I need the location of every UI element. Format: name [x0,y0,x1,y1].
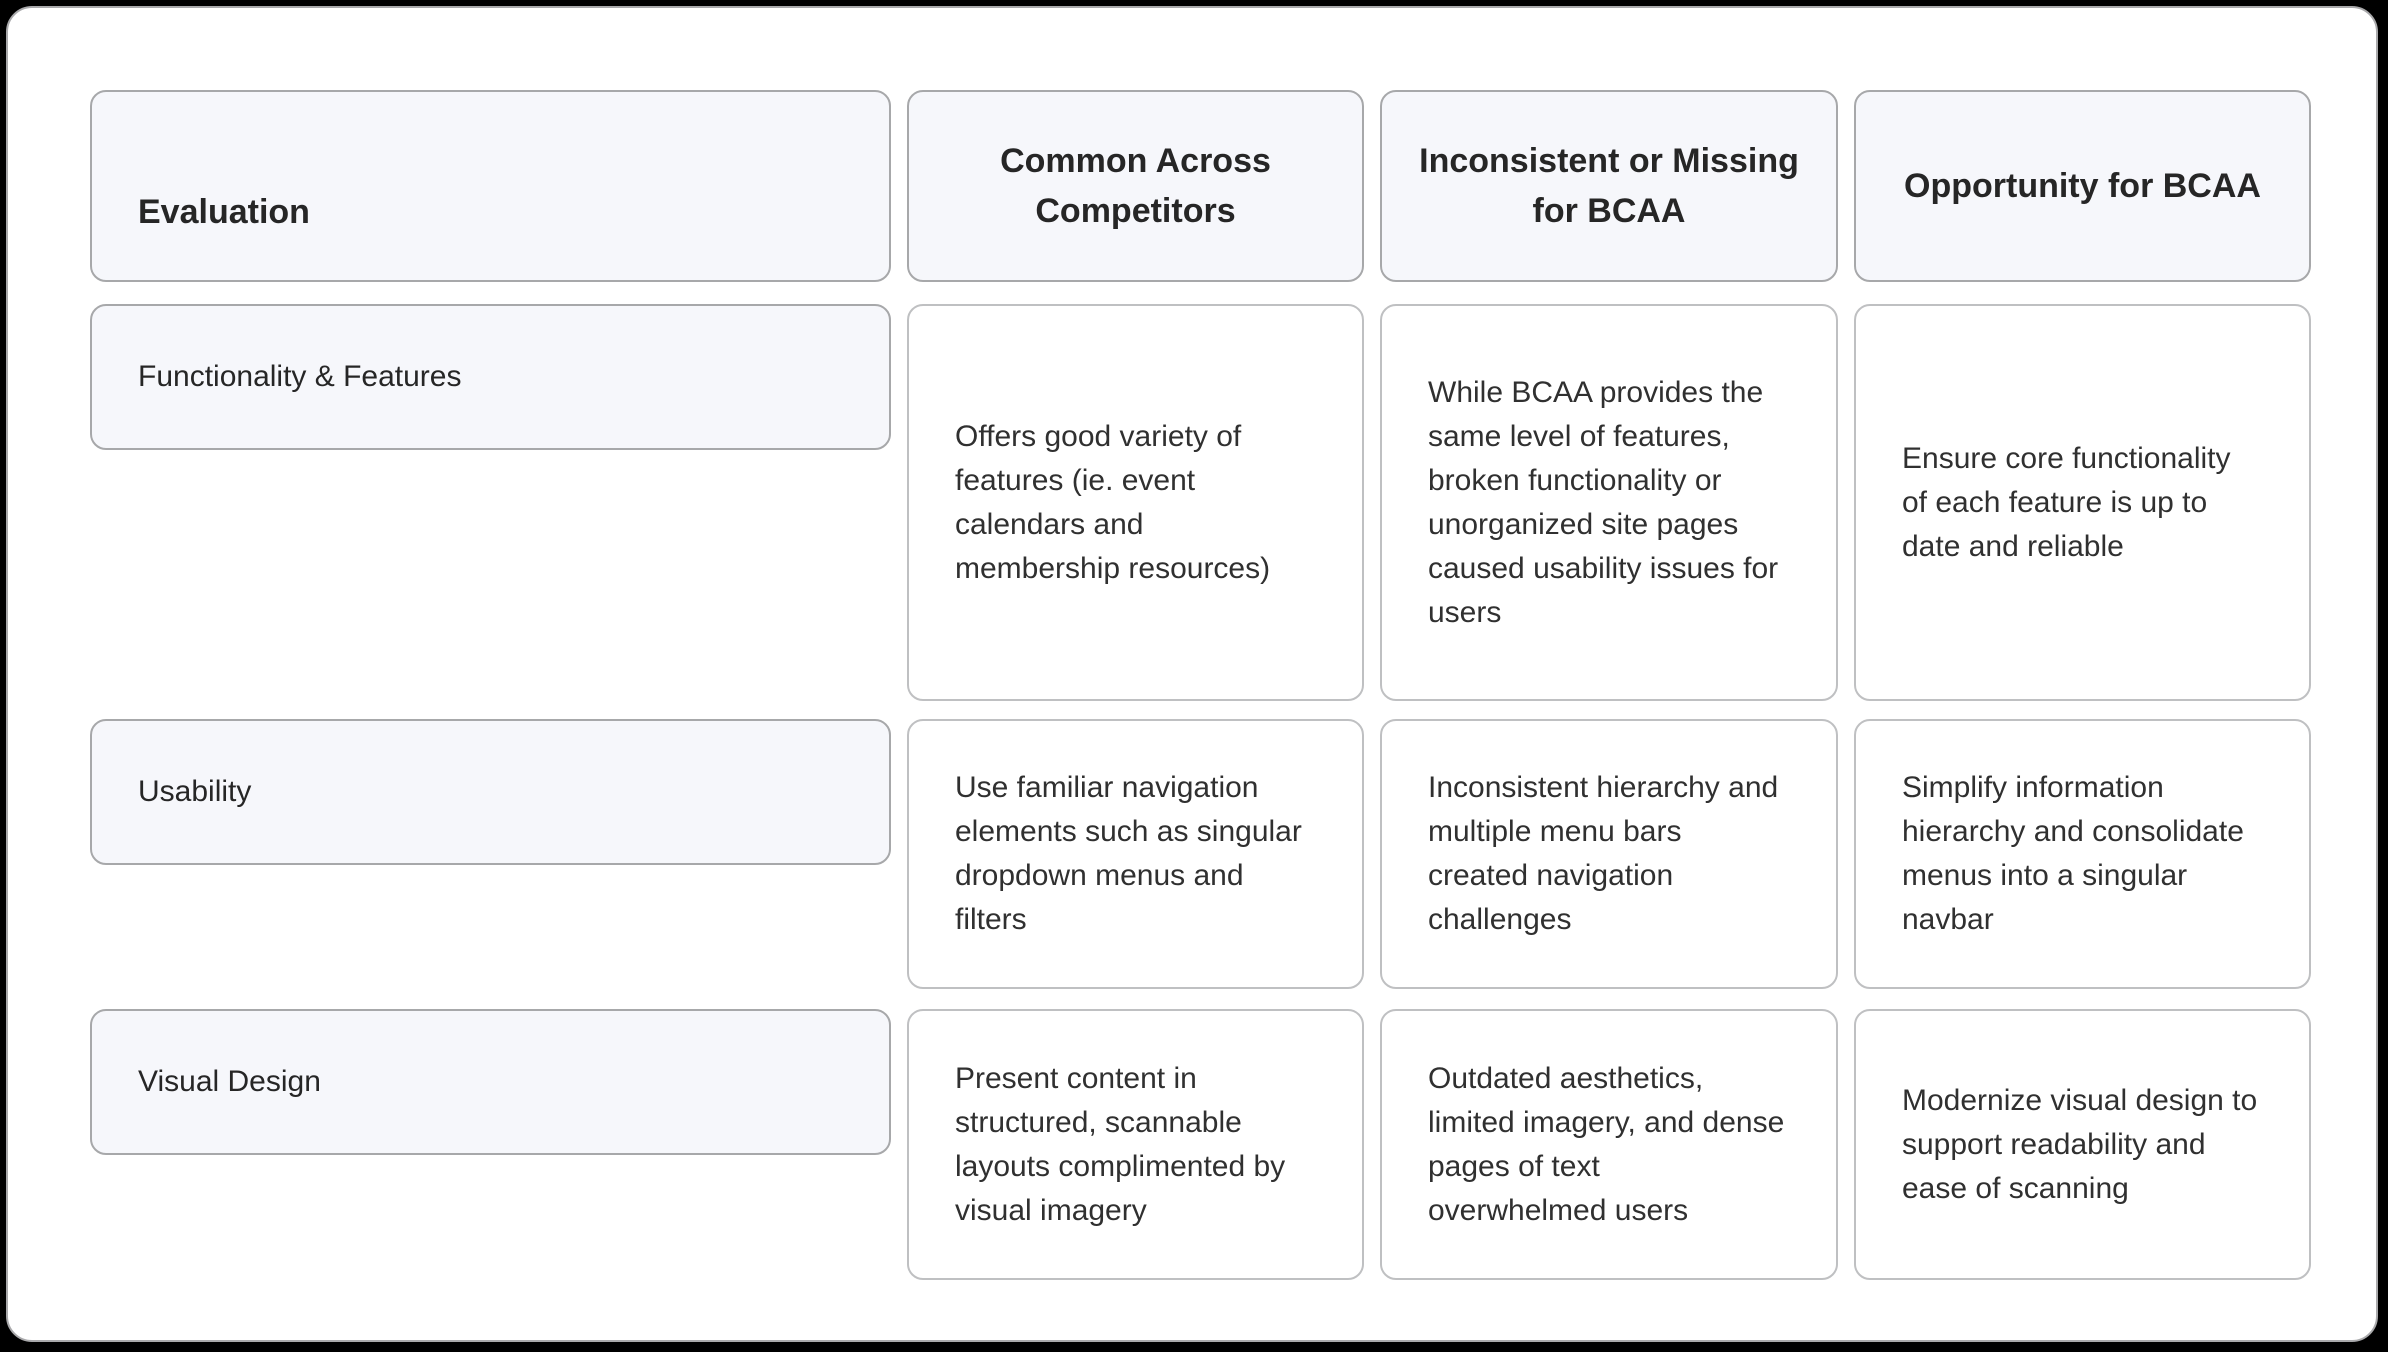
row-label-text: Usability [138,775,252,808]
cell-functionality-common: Offers good variety of features (ie. eve… [907,304,1364,701]
column-header-label: Evaluation [138,193,310,231]
cell-text: Use familiar navigation elements such as… [955,771,1302,936]
cell-text: Modernize visual design to support reada… [1902,1083,2258,1205]
cell-functionality-inconsistent: While BCAA provides the same level of fe… [1380,304,1838,701]
column-header-label: Inconsistent or Missing for BCAA [1419,142,1799,230]
cell-visual-inconsistent: Outdated aesthetics, limited imagery, an… [1380,1009,1838,1280]
cell-visual-common: Present content in structured, scannable… [907,1009,1364,1280]
table-row-usability: Usability Use familiar navigation elemen… [90,719,2315,989]
cell-text: Offers good variety of features (ie. eve… [955,419,1271,585]
row-label-usability: Usability [90,719,891,865]
column-header-opportunity: Opportunity for BCAA [1854,90,2311,282]
column-header-common-across-competitors: Common Across Competitors [907,90,1364,282]
cell-text: Present content in structured, scannable… [955,1061,1286,1227]
row-label-text: Visual Design [138,1065,321,1098]
row-label-text: Functionality & Features [138,360,462,393]
cell-visual-opportunity: Modernize visual design to support reada… [1854,1009,2311,1280]
row-label-functionality: Functionality & Features [90,304,891,450]
cell-usability-common: Use familiar navigation elements such as… [907,719,1364,989]
canvas-frame: Evaluation Common Across Competitors Inc… [6,6,2378,1342]
header-row: Evaluation Common Across Competitors Inc… [90,90,2315,282]
table-row-functionality: Functionality & Features Offers good var… [90,304,2315,701]
cell-text: While BCAA provides the same level of fe… [1428,375,1779,629]
table-row-visual-design: Visual Design Present content in structu… [90,1009,2315,1280]
column-header-inconsistent-or-missing: Inconsistent or Missing for BCAA [1380,90,1838,282]
cell-text: Outdated aesthetics, limited imagery, an… [1428,1061,1785,1227]
column-header-label: Common Across Competitors [1000,142,1271,230]
column-header-label: Opportunity for BCAA [1904,167,2261,205]
cell-usability-inconsistent: Inconsistent hierarchy and multiple menu… [1380,719,1838,989]
cell-usability-opportunity: Simplify information hierarchy and conso… [1854,719,2311,989]
cell-functionality-opportunity: Ensure core functionality of each featur… [1854,304,2311,701]
cell-text: Inconsistent hierarchy and multiple menu… [1428,771,1779,936]
cell-text: Simplify information hierarchy and conso… [1902,771,2244,936]
column-header-evaluation: Evaluation [90,90,891,282]
row-label-visual-design: Visual Design [90,1009,891,1155]
evaluation-matrix: Evaluation Common Across Competitors Inc… [90,90,2315,1280]
cell-text: Ensure core functionality of each featur… [1902,441,2231,563]
